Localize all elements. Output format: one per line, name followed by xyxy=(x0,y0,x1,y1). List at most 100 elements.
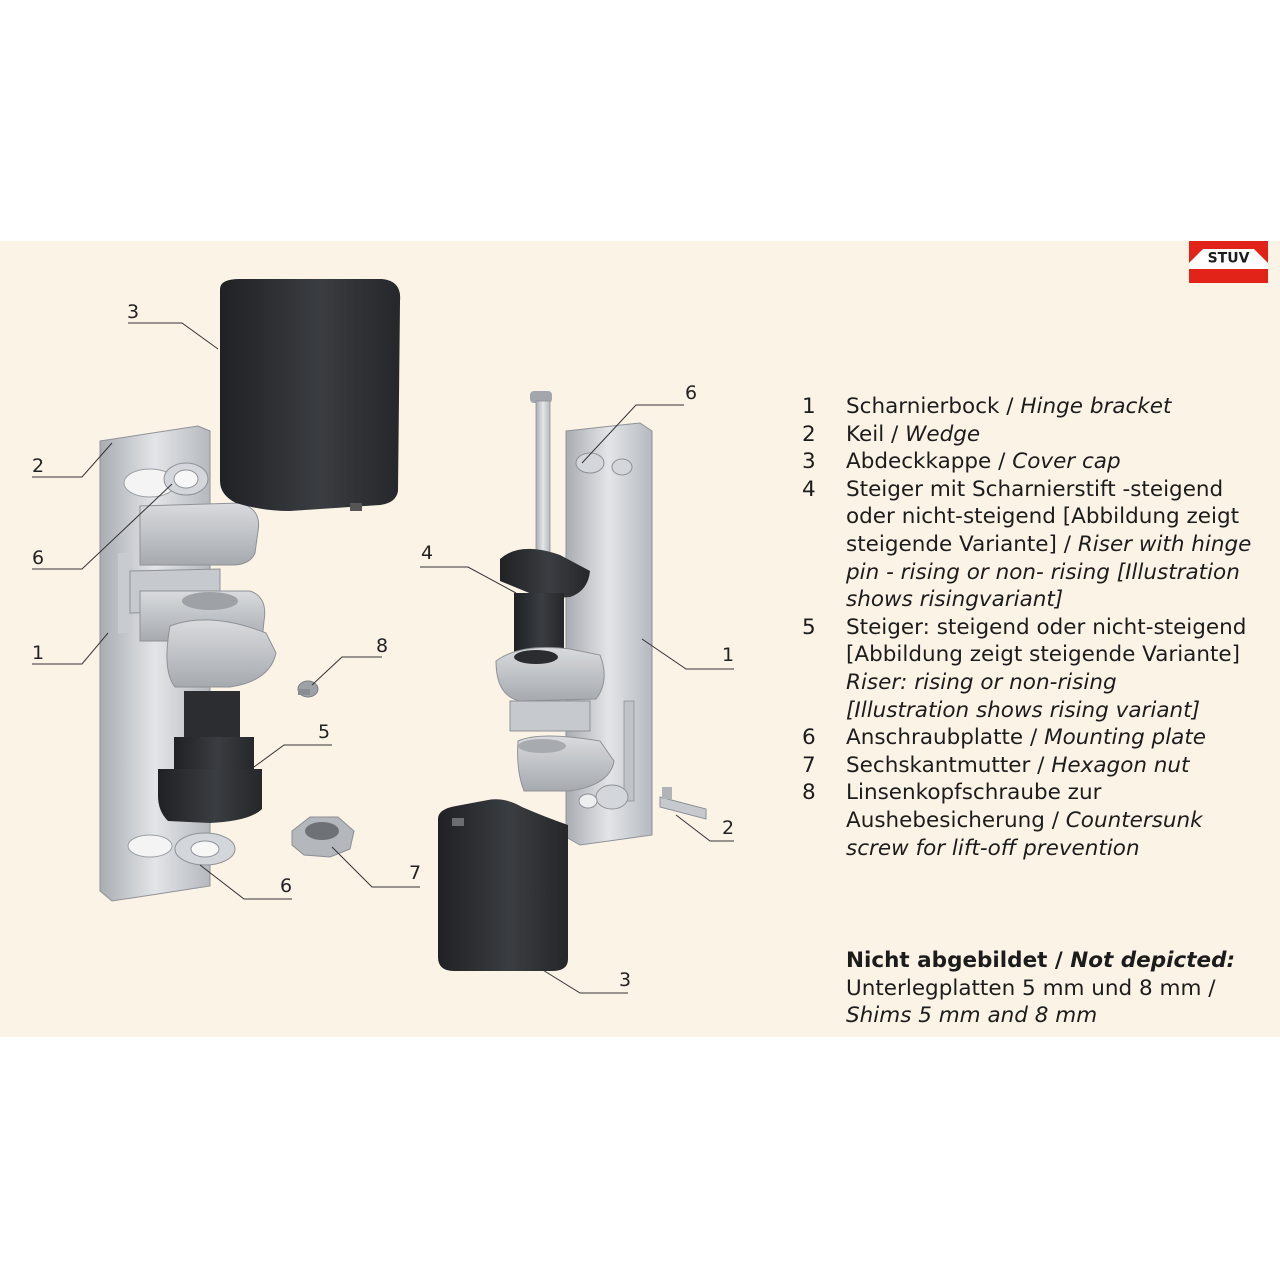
legend-row: [Abbildung zeigt steigende Variante] xyxy=(802,641,1272,669)
legend-number xyxy=(802,669,846,697)
legend-text-german: Scharnierbock / xyxy=(846,394,1021,419)
legend-text-english: [Illustration shows rising variant] xyxy=(846,697,1200,723)
legend-text-german: Steiger mit Scharnierstift -steigend xyxy=(846,476,1224,502)
legend-row: 8 Linsenkopfschraube zur xyxy=(802,779,1272,807)
left-cap-pin xyxy=(350,503,362,511)
legend-text-english: Riser: rising or non-rising xyxy=(846,669,1117,695)
right-assembly xyxy=(438,391,707,971)
legend-text: Linsenkopfschraube zur xyxy=(846,779,1272,807)
legend-text-german: steigende Variante] / xyxy=(846,531,1078,557)
left-knuckles xyxy=(129,502,277,688)
legend-text-english: Cover cap xyxy=(1012,449,1121,475)
legend-text-english: Hinge bracket xyxy=(1020,394,1172,419)
legend-row: Aushebesicherung / Countersunk xyxy=(802,807,1272,835)
legend-text-german: oder nicht-steigend [Abbildung zeigt xyxy=(846,504,1240,530)
legend-number: 8 xyxy=(802,780,816,806)
callout-left-mounting-plate-bottom: 6 xyxy=(280,875,292,897)
legend-text: screw for lift-off prevention xyxy=(846,835,1272,863)
legend-number: 4 xyxy=(802,476,816,502)
legend-text: [Illustration shows rising variant] xyxy=(846,697,1272,725)
callout-left-wedge: 2 xyxy=(32,455,44,477)
legend-text-english: pin - rising or non- rising [Illustratio… xyxy=(846,559,1240,585)
legend-row: 3 Abdeckkappe / Cover cap xyxy=(802,448,1272,476)
callout-right-mounting-plate: 6 xyxy=(685,382,697,404)
callout-left-hexagon-nut: 7 xyxy=(409,862,421,884)
note-line-en: Shims 5 mm and 8 mm xyxy=(846,1003,1098,1029)
parts-legend: 1 Scharnierbock / Hinge bracket 2 Keil / We… xyxy=(802,393,1272,862)
diagram-panel: 3 2 6 1 8 5 6 7 6 4 1 2 3 STUV 1 Scharnie… xyxy=(0,241,1280,1037)
legend-number: 5 xyxy=(802,614,816,640)
legend-row: steigende Variante] / Riser with hinge xyxy=(802,531,1272,559)
legend-row: pin - rising or non- rising [Illustratio… xyxy=(802,559,1272,587)
left-assembly xyxy=(99,279,401,902)
legend-number xyxy=(802,807,846,835)
legend-number: 6 xyxy=(802,725,816,751)
note-heading-en: Not depicted: xyxy=(1070,948,1236,973)
callout-left-hinge-bracket: 1 xyxy=(32,642,44,664)
legend-text-english: Mounting plate xyxy=(1044,725,1206,751)
legend-text-english: Hexagon nut xyxy=(1051,752,1190,778)
legend-number xyxy=(802,503,846,531)
callout-left-mounting-plate-top: 6 xyxy=(32,547,44,569)
legend-text-english: Wedge xyxy=(905,421,981,447)
legend-text: Steiger: steigend oder nicht-steigend xyxy=(846,614,1272,642)
note-line-de: Unterlegplatten 5 mm und 8 mm / xyxy=(846,975,1216,1001)
legend-text: Keil / Wedge xyxy=(846,421,1272,449)
right-hinge-pin xyxy=(530,391,552,562)
legend-number: 3 xyxy=(802,449,816,475)
legend-text-german: [Abbildung zeigt steigende Variante] xyxy=(846,642,1241,668)
legend-row: Riser: rising or non-rising xyxy=(802,669,1272,697)
legend-number: 2 xyxy=(802,421,816,447)
legend-number xyxy=(802,697,846,725)
callout-right-cover-cap: 3 xyxy=(619,969,631,991)
legend-text: [Abbildung zeigt steigende Variante] xyxy=(846,641,1272,669)
legend-text: pin - rising or non- rising [Illustratio… xyxy=(846,559,1272,587)
legend-row: oder nicht-steigend [Abbildung zeigt xyxy=(802,503,1272,531)
legend-text-german: Sechskantmutter / xyxy=(846,752,1052,778)
legend-row: 6 Anschraubplatte / Mounting plate xyxy=(802,724,1272,752)
left-mounting-plate-top xyxy=(123,462,209,498)
legend-number: 1 xyxy=(802,394,816,419)
legend-text: shows risingvariant] xyxy=(846,586,1272,614)
legend-text-english: Countersunk xyxy=(1065,807,1203,833)
right-knuckles xyxy=(495,647,635,802)
callout-right-wedge: 2 xyxy=(722,817,734,839)
legend-number: 7 xyxy=(802,752,816,778)
right-cover-cap-bottom xyxy=(438,799,568,971)
right-wedge xyxy=(659,787,707,820)
right-riser xyxy=(500,548,590,657)
legend-row: 7 Sechskantmutter / Hexagon nut xyxy=(802,752,1272,780)
legend-text-german: Anschraubplatte / xyxy=(846,725,1045,751)
legend-text: Anschraubplatte / Mounting plate xyxy=(846,724,1272,752)
callout-left-cover-cap: 3 xyxy=(127,301,139,323)
legend-row: [Illustration shows rising variant] xyxy=(802,697,1272,725)
left-screw xyxy=(297,680,319,698)
legend-row: 1 Scharnierbock / Hinge bracket xyxy=(802,393,1272,421)
legend-text: oder nicht-steigend [Abbildung zeigt xyxy=(846,503,1272,531)
legend-number xyxy=(802,586,846,614)
legend-text-english: screw for lift-off prevention xyxy=(846,835,1140,861)
note-heading-de: Nicht abgebildet / xyxy=(846,948,1071,973)
stuv-logo: STUV xyxy=(1189,241,1268,283)
exploded-hinge-diagram: 3 2 6 1 8 5 6 7 6 4 1 2 3 xyxy=(32,279,734,994)
callout-right-hinge-bracket: 1 xyxy=(722,644,734,666)
legend-text: Riser: rising or non-rising xyxy=(846,669,1272,697)
legend-text: Scharnierbock / Hinge bracket xyxy=(846,393,1272,421)
legend-text: Abdeckkappe / Cover cap xyxy=(846,448,1272,476)
legend-row: 4 Steiger mit Scharnierstift -steigend xyxy=(802,476,1272,504)
legend-row: screw for lift-off prevention xyxy=(802,835,1272,863)
legend-text-german: Steiger: steigend oder nicht-steigend xyxy=(846,614,1247,640)
legend-number xyxy=(802,531,846,559)
legend-number xyxy=(802,641,846,669)
legend-row: 5 Steiger: steigend oder nicht-steigend xyxy=(802,614,1272,642)
right-mounting-plate-top xyxy=(575,452,633,476)
legend-number xyxy=(802,559,846,587)
logo-text: STUV xyxy=(1208,251,1250,267)
legend-text: Steiger mit Scharnierstift -steigend xyxy=(846,476,1272,504)
right-cap-pin xyxy=(452,818,464,826)
legend-row: shows risingvariant] xyxy=(802,586,1272,614)
legend-number xyxy=(802,835,846,863)
legend-text: Aushebesicherung / Countersunk xyxy=(846,807,1272,835)
legend-text-german: Keil / xyxy=(846,421,906,447)
left-mounting-plate-bottom xyxy=(127,832,236,866)
